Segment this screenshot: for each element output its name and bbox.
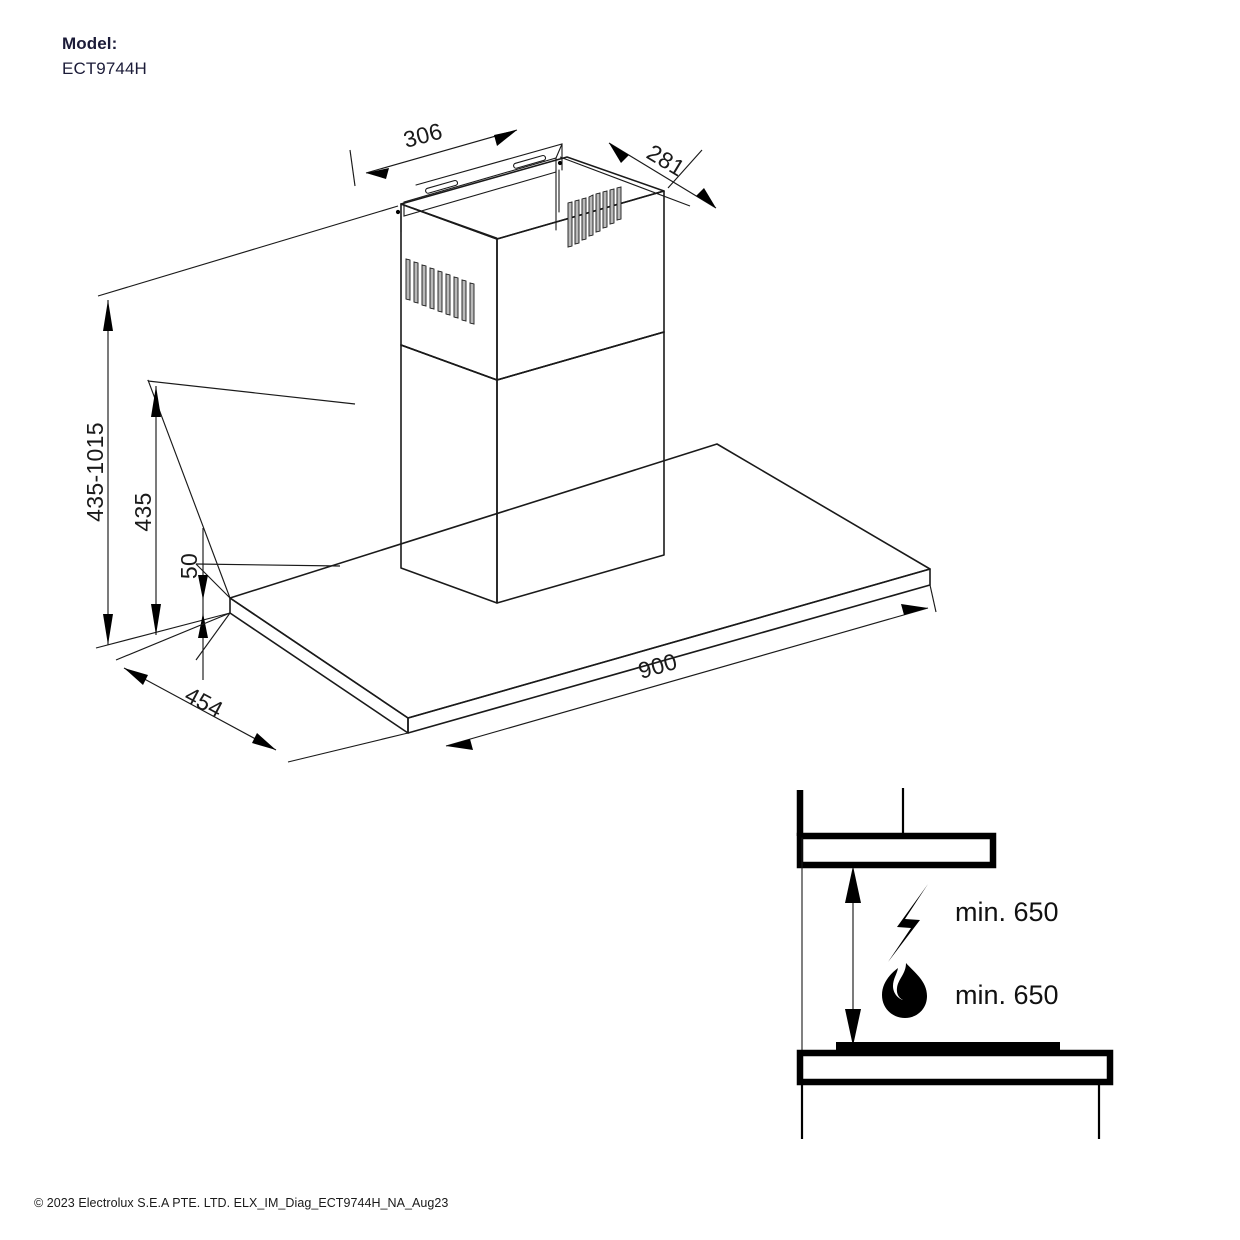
clearance-arrow-head-bottom [845,1009,861,1046]
footer-copyright: © 2023 Electrolux S.E.A PTE. LTD. ELX_IM… [34,1196,449,1210]
clearance-diagram-group: min. 650 min. 650 [796,788,1114,1139]
dim-arrow-281-right [696,188,716,208]
dim-arrow-306-left [366,168,389,179]
clearance-hob-slab [836,1042,1060,1053]
dim-text-306: 306 [401,118,446,153]
flame-icon [882,963,927,1018]
mounting-bracket-plate [403,157,557,217]
grille-left-face [405,258,475,325]
clearance-arrow-head-top [845,866,861,903]
isometric-hood-group [229,143,931,734]
dim-arrow-435-bottom [151,604,161,635]
clearance-electric-label: min. 650 [955,897,1059,927]
dim-text-900: 900 [635,648,680,684]
mounting-bracket-right-tab [555,143,563,159]
dim-text-50: 50 [176,553,202,579]
dim-arrow-435-1015-top [103,300,113,331]
canopy-left-side-face [229,597,409,734]
clearance-countertop [796,1049,1114,1086]
dim-arrow-435-top [151,386,161,417]
chimney-seam-line [400,331,665,381]
dim-text-435-1015: 435-1015 [82,422,108,522]
bracket-slot-right [513,154,547,169]
bracket-screw-right [557,160,563,166]
dim-arrow-50-top [198,575,208,600]
upper-chimney-top-rim [400,156,665,240]
grille-right-face [567,186,622,248]
dim-arrow-454-right [252,733,276,750]
canopy-top-face [229,443,931,719]
dimension-group-base: 454 900 [115,584,937,763]
dim-arrow-900-right [901,604,928,615]
model-label: Model: [62,34,118,53]
dim-arrow-306-right [494,130,517,146]
dim-arrow-900-left [446,739,473,750]
dim-line-900 [445,607,929,747]
dim-text-435: 435 [130,492,156,531]
dim-arrow-454-left [124,668,148,685]
dim-text-281: 281 [642,139,689,182]
dim-line-454 [123,667,277,751]
dim-arrow-435-1015-bottom [103,614,113,645]
clearance-hood-body [796,832,997,869]
bracket-screw-left [395,209,401,215]
dim-arrow-281-left [609,143,629,163]
dimension-group-top: 306 281 [349,118,717,209]
upper-chimney-front-right-face [496,190,665,381]
model-block: Model: ECT9744H [62,32,147,81]
dimension-group-vertical: 435-1015 435 50 [82,205,399,680]
chimney-top-inner-edge [412,207,498,239]
dim-line-306 [365,129,518,174]
lightning-bolt-icon [888,884,928,962]
model-value: ECT9744H [62,58,147,78]
lower-chimney-front-left-face [400,344,498,604]
bracket-slot-left [425,179,459,194]
clearance-gas-label: min. 650 [955,980,1059,1010]
dim-arrow-50-bottom [198,613,208,638]
dim-text-454: 454 [181,681,228,722]
